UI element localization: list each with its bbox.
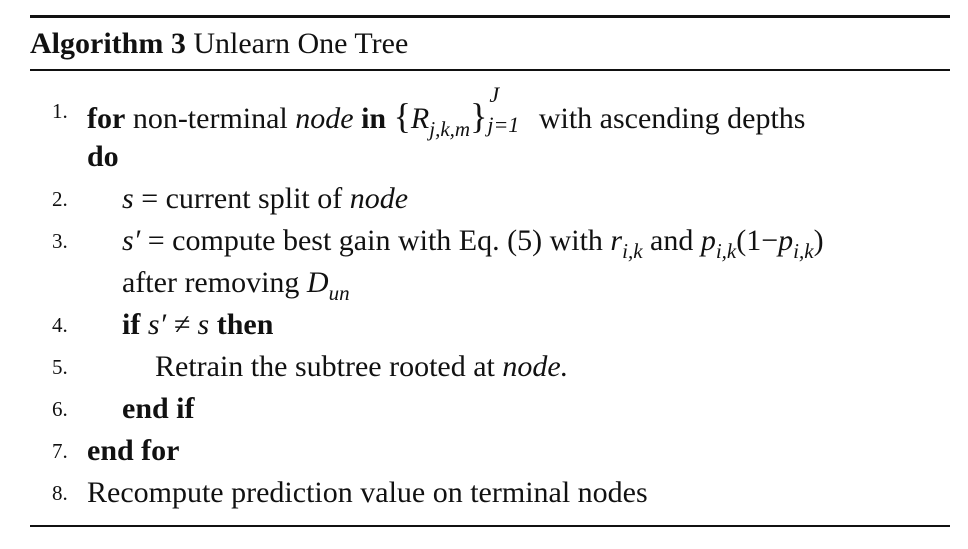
text: Retrain the subtree rooted at — [155, 350, 503, 383]
line-number: 4. — [52, 313, 68, 337]
line-content: do — [87, 140, 119, 174]
math-r-sub: i,k — [622, 239, 643, 263]
math-s-prime: s′ — [122, 224, 141, 257]
line-number: 7. — [52, 439, 68, 463]
condition: s′ ≠ s — [140, 308, 217, 341]
keyword-if: if — [122, 308, 141, 341]
line-content: Recompute prediction value on terminal n… — [87, 476, 648, 510]
line-content: Retrain the subtree rooted at node. — [155, 350, 568, 384]
set-lower: j=1 — [487, 112, 520, 137]
math-D-sub: un — [328, 281, 350, 305]
line-number: 1. — [52, 99, 68, 123]
keyword-for: for — [87, 102, 126, 135]
algorithm-block: Algorithm 3 Unlearn One Tree 1. for non-… — [30, 15, 950, 527]
math-R-sub: j,k,m — [429, 117, 471, 141]
line-number: 8. — [52, 481, 68, 505]
text: and — [642, 224, 701, 257]
math-paren: (1− — [736, 224, 779, 257]
line-number: 5. — [52, 355, 68, 379]
algorithm-label: Algorithm 3 — [30, 27, 186, 60]
math-D: D — [306, 266, 329, 299]
line-content: s = current split of node — [122, 182, 408, 216]
math-r: r — [610, 224, 623, 257]
top-rule — [30, 15, 950, 18]
brace-open: { — [393, 96, 411, 136]
math-paren-close: ) — [813, 224, 824, 257]
math-p: p — [700, 224, 716, 257]
set-sup: J — [489, 82, 500, 107]
text: non-terminal — [132, 102, 288, 135]
keyword-then: then — [216, 308, 274, 341]
algorithm-caption: Algorithm 3 Unlearn One Tree — [30, 18, 950, 61]
keyword-end-if: end if — [122, 392, 195, 425]
line-content: if s′ ≠ s then — [122, 308, 273, 342]
text: = compute best gain with Eq. (5) with — [140, 224, 611, 257]
text: = current split of — [133, 182, 350, 215]
text: after removing — [122, 266, 307, 299]
line-content: s′ = compute best gain with Eq. (5) with… — [122, 224, 824, 263]
var-node: node. — [502, 350, 569, 383]
var-node: node — [295, 102, 354, 135]
keyword-do: do — [87, 140, 119, 173]
keyword-end-for: end for — [87, 434, 180, 467]
bottom-rule — [30, 525, 950, 527]
math-p-sub: i,k — [715, 239, 737, 263]
math-p: p — [778, 224, 794, 257]
math-s: s — [122, 182, 134, 215]
keyword-in: in — [361, 102, 387, 135]
line-content: end if — [122, 392, 195, 426]
math-R: R — [410, 102, 430, 135]
text: Recompute prediction value on terminal n… — [87, 476, 648, 509]
text: with ascending depths — [538, 102, 806, 135]
caption-rule — [30, 69, 950, 71]
brace-close: } — [470, 96, 488, 136]
line-content: after removing Dun — [122, 266, 350, 305]
algorithm-title: Unlearn One Tree — [193, 27, 409, 60]
line-number: 6. — [52, 397, 68, 421]
math-p-sub: i,k — [793, 239, 814, 263]
var-node: node — [349, 182, 409, 215]
line-number: 3. — [52, 229, 68, 253]
line-number: 2. — [52, 187, 68, 211]
line-content: end for — [87, 434, 180, 468]
